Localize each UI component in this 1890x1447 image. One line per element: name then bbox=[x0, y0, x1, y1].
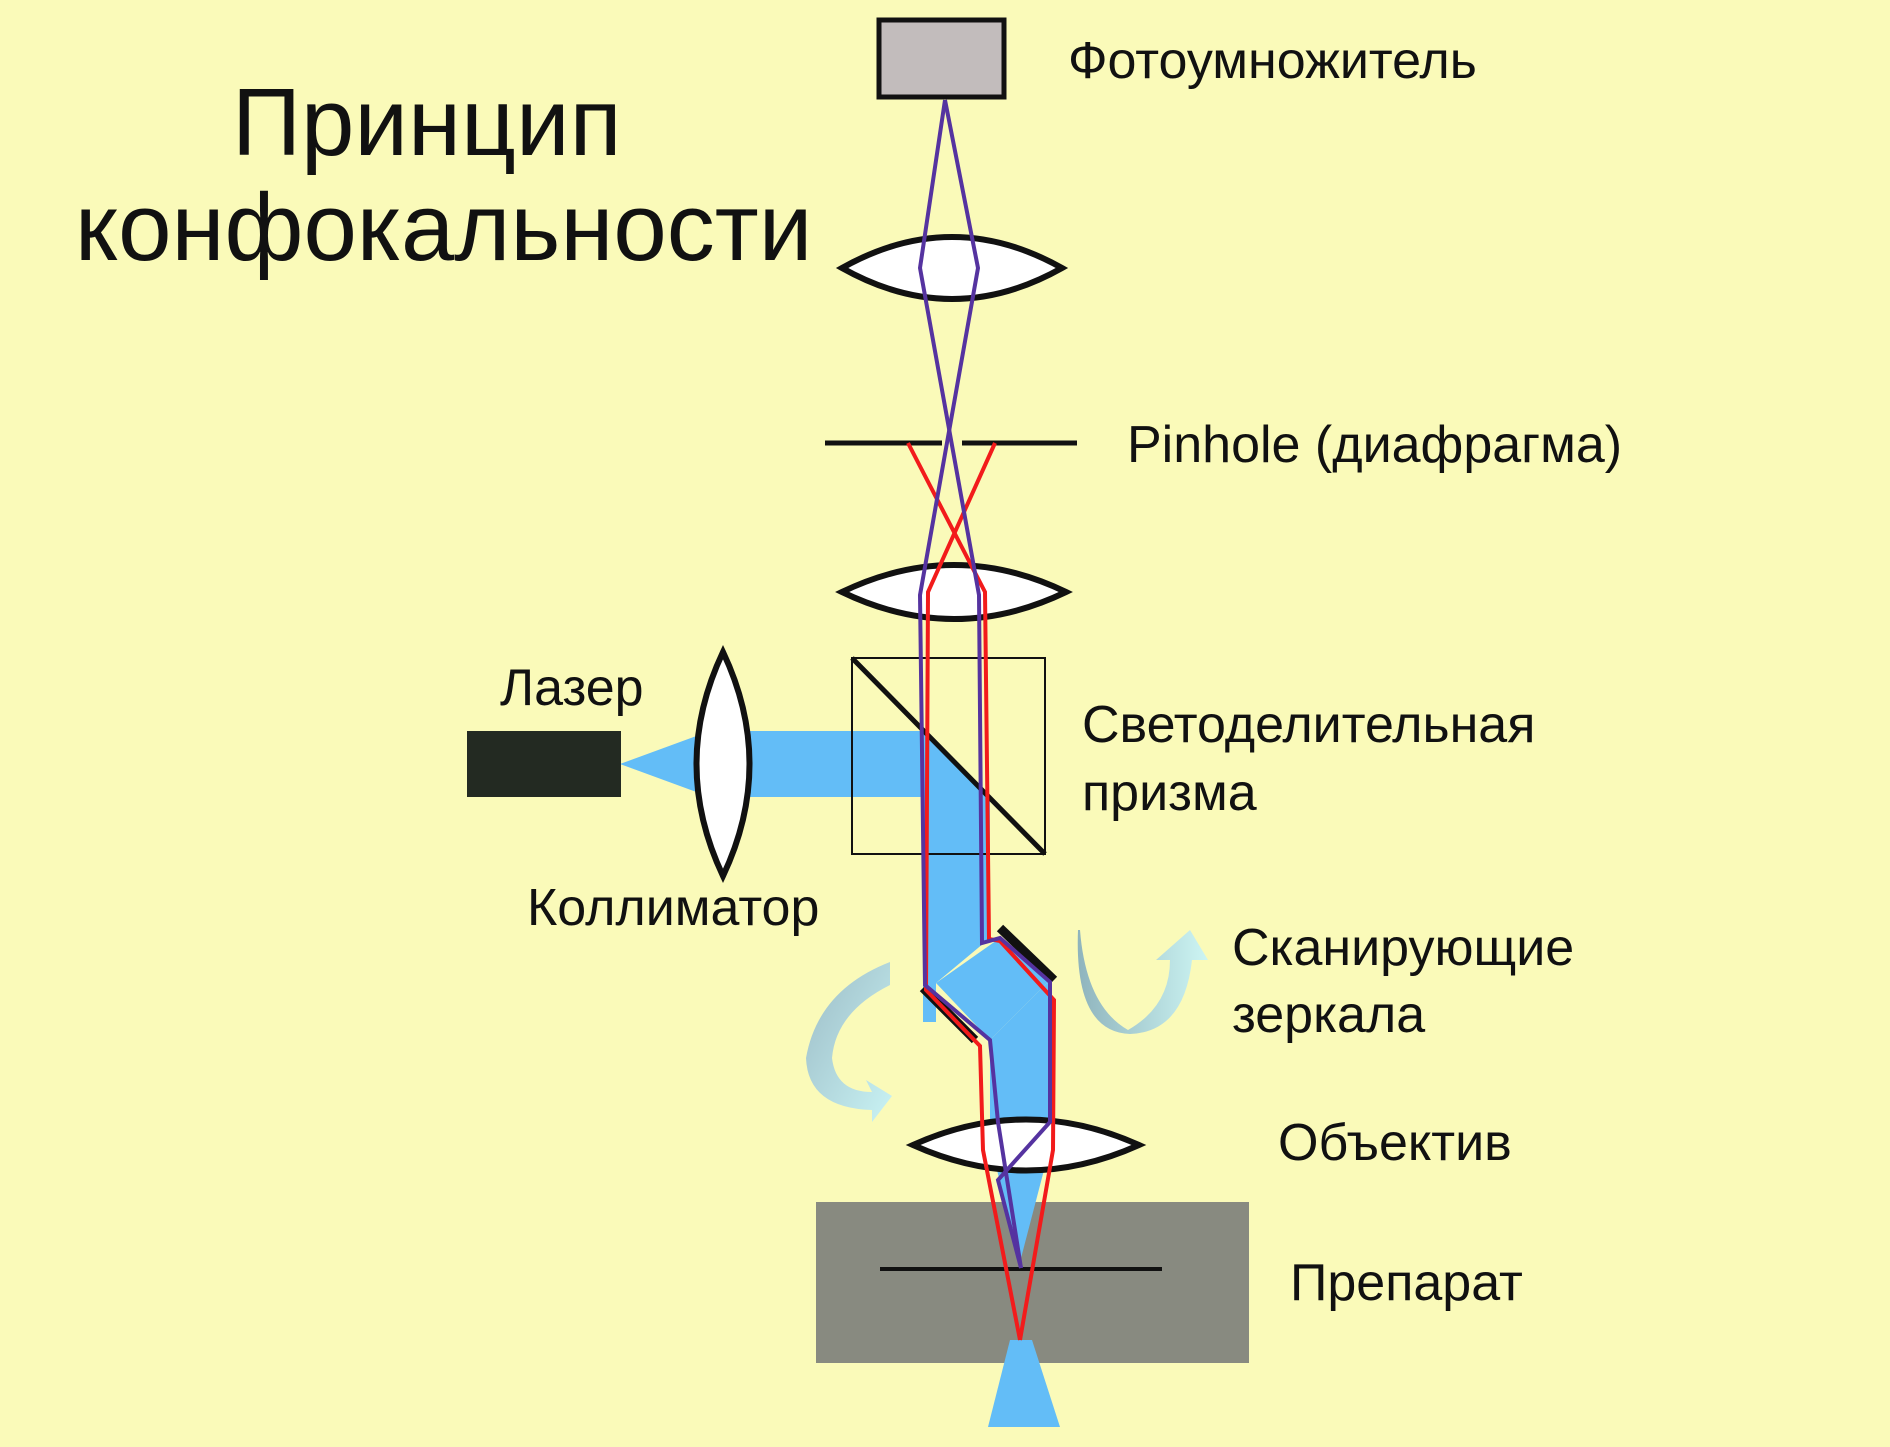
emission-ray-left bbox=[923, 442, 1022, 1341]
beam-to-objective bbox=[990, 980, 1050, 1122]
rotation-arrow-right bbox=[1077, 930, 1208, 1034]
collimator-lens bbox=[693, 644, 753, 884]
laser-label: Лазер bbox=[500, 659, 644, 717]
objective-label: Объектив bbox=[1278, 1114, 1512, 1172]
specimen-label: Препарат bbox=[1290, 1254, 1523, 1312]
emission-ray-right bbox=[906, 442, 1057, 1341]
pinhole-label: Pinhole (диафрагма) bbox=[1127, 416, 1622, 474]
scanning-mirror-2 bbox=[996, 924, 1058, 984]
beamsplitter-label-line1: Светоделительная bbox=[1082, 696, 1535, 754]
detected-ray-left bbox=[917, 99, 1023, 1269]
rotation-arrow-left bbox=[806, 962, 892, 1122]
beamsplitter-label-line2: призма bbox=[1082, 764, 1257, 822]
photomultiplier-box bbox=[876, 17, 1007, 100]
tube-lens bbox=[835, 562, 1073, 622]
beamsplitter-prism bbox=[851, 657, 1046, 855]
beamsplitter-surface bbox=[850, 656, 1047, 856]
detector-lens bbox=[835, 234, 1069, 302]
transmitted-cone bbox=[988, 1340, 1060, 1427]
detected-ray-right bbox=[917, 99, 1052, 1269]
collimator-label: Коллиматор bbox=[527, 879, 819, 937]
specimen-block bbox=[816, 1202, 1249, 1363]
scanning-label-line1: Сканирующие bbox=[1232, 919, 1574, 977]
photomultiplier-label: Фотоумножитель bbox=[1068, 32, 1477, 90]
scanning-label-line2: зеркала bbox=[1232, 986, 1425, 1044]
title-line-2: конфокальности bbox=[75, 174, 812, 281]
title-line-1: Принцип bbox=[232, 69, 622, 176]
objective-lens bbox=[905, 1116, 1147, 1174]
collimated-laser-beam bbox=[715, 731, 925, 797]
laser-cone bbox=[620, 731, 710, 797]
laser-body bbox=[467, 731, 621, 797]
beam-down-from-splitter bbox=[923, 731, 990, 1022]
